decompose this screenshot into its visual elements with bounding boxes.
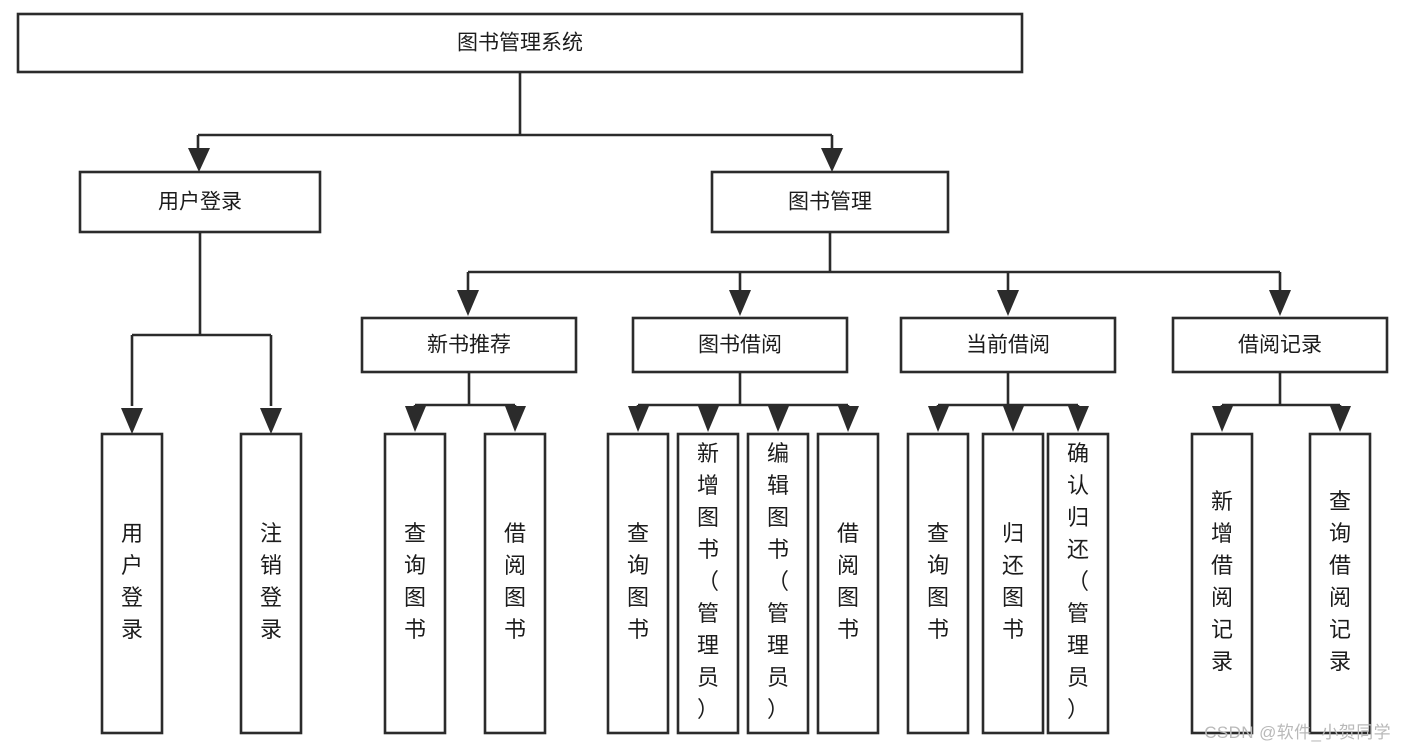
leaf-node[interactable]: 新增图书（管理员） xyxy=(676,432,740,735)
leaf-box-book-borrow-1[interactable] xyxy=(606,432,670,735)
node-new-book-recommend[interactable]: 新书推荐 xyxy=(360,316,578,374)
arrow-record-leaf-2 xyxy=(1330,406,1351,432)
arrow-record-leaf-1 xyxy=(1212,406,1233,432)
arrow-to-leaf-user-login xyxy=(121,408,143,434)
arrow-to-current xyxy=(997,290,1019,316)
leaf-node[interactable]: 查询借阅记录 xyxy=(1308,432,1372,735)
node-user-login-box[interactable] xyxy=(78,170,322,234)
leaf-node[interactable]: 新增借阅记录 xyxy=(1190,432,1254,735)
node-root[interactable]: 图书管理系统 xyxy=(16,12,1024,74)
leaf-label-user-login-2: 注销登录 xyxy=(260,521,282,642)
node-borrow-record-label: 借阅记录 xyxy=(1238,334,1322,357)
leaf-box-user-login-1[interactable] xyxy=(100,432,164,735)
node-new-book-recommend-box[interactable] xyxy=(360,316,578,374)
arrow-current-leaf-2 xyxy=(1003,406,1024,432)
leaf-box-current-borrow-1[interactable] xyxy=(906,432,970,735)
leaf-label-borrow-record-1: 新增借阅记录 xyxy=(1211,489,1233,674)
leaf-box-user-login-2[interactable] xyxy=(239,432,303,735)
leaf-label-borrow-record-2: 查询借阅记录 xyxy=(1329,489,1351,674)
leaf-node[interactable]: 查询图书 xyxy=(606,432,670,735)
arrow-to-newbook xyxy=(457,290,479,316)
leaf-label-book-borrow-2: 新增图书（管理员） xyxy=(697,441,719,722)
arrow-to-record xyxy=(1269,290,1291,316)
leaf-node[interactable]: 借阅图书 xyxy=(483,432,547,735)
node-borrow-record[interactable]: 借阅记录 xyxy=(1171,316,1389,374)
csdn-watermark: CSDN @软件_小贺同学 xyxy=(1204,723,1391,742)
leaf-box-borrow-record-1[interactable] xyxy=(1190,432,1254,735)
node-book-borrow-label: 图书借阅 xyxy=(698,334,782,357)
leaf-box-new-book-2[interactable] xyxy=(483,432,547,735)
leaf-node[interactable]: 确认归还（管理员） xyxy=(1046,432,1110,735)
node-current-borrow-box[interactable] xyxy=(899,316,1117,374)
leaf-node[interactable]: 查询图书 xyxy=(383,432,447,735)
node-book-manage-box[interactable] xyxy=(710,170,950,234)
arrowhead-layer xyxy=(121,148,1351,434)
leaf-box-new-book-1[interactable] xyxy=(383,432,447,735)
leaf-label-current-borrow-1: 查询图书 xyxy=(927,521,949,642)
node-user-login[interactable]: 用户登录 xyxy=(78,170,322,234)
leaf-label-book-borrow-3: 编辑图书（管理员） xyxy=(767,441,789,722)
arrow-newbook-leaf-2 xyxy=(505,406,526,432)
leaf-box-book-borrow-3[interactable] xyxy=(746,432,810,735)
leaf-box-borrow-record-2[interactable] xyxy=(1308,432,1372,735)
leaf-label-new-book-2: 借阅图书 xyxy=(504,521,526,642)
leaf-node[interactable]: 归还图书 xyxy=(981,432,1045,735)
leaf-node[interactable]: 注销登录 xyxy=(239,432,303,735)
leaf-label-user-login-1: 用户登录 xyxy=(121,521,143,642)
node-new-book-recommend-label: 新书推荐 xyxy=(427,334,511,357)
leaf-label-new-book-1: 查询图书 xyxy=(404,521,426,642)
leaf-box-book-borrow-2[interactable] xyxy=(676,432,740,735)
arrow-to-book-manage xyxy=(821,148,843,172)
node-root-label: 图书管理系统 xyxy=(457,32,583,55)
arrow-current-leaf-3 xyxy=(1068,406,1089,432)
leaf-box-current-borrow-3[interactable] xyxy=(1046,432,1110,735)
node-book-manage-label: 图书管理 xyxy=(788,191,872,214)
leaf-box-book-borrow-4[interactable] xyxy=(816,432,880,735)
arrow-to-user-login xyxy=(188,148,210,172)
leaf-label-current-borrow-2: 归还图书 xyxy=(1002,521,1024,642)
node-book-manage[interactable]: 图书管理 xyxy=(710,170,950,234)
arrow-borrow-leaf-4 xyxy=(838,406,859,432)
leaf-node[interactable]: 用户登录 xyxy=(100,432,164,735)
arrow-newbook-leaf-1 xyxy=(405,406,426,432)
leaf-node[interactable]: 编辑图书（管理员） xyxy=(746,432,810,735)
leaf-node[interactable]: 借阅图书 xyxy=(816,432,880,735)
arrow-borrow-leaf-3 xyxy=(768,406,789,432)
leaf-label-book-borrow-1: 查询图书 xyxy=(627,521,649,642)
node-user-login-label: 用户登录 xyxy=(158,191,242,214)
arrow-borrow-leaf-1 xyxy=(628,406,649,432)
node-current-borrow[interactable]: 当前借阅 xyxy=(899,316,1117,374)
arrow-to-borrow xyxy=(729,290,751,316)
node-borrow-record-box[interactable] xyxy=(1171,316,1389,374)
arrow-borrow-leaf-2 xyxy=(698,406,719,432)
node-book-borrow-box[interactable] xyxy=(631,316,849,374)
node-current-borrow-label: 当前借阅 xyxy=(966,334,1050,357)
arrow-current-leaf-1 xyxy=(928,406,949,432)
leaf-node[interactable]: 查询图书 xyxy=(906,432,970,735)
leaf-label-current-borrow-3: 确认归还（管理员） xyxy=(1067,441,1089,722)
leaf-label-book-borrow-4: 借阅图书 xyxy=(837,521,859,642)
arrow-to-leaf-logout xyxy=(260,408,282,434)
leaf-box-current-borrow-2[interactable] xyxy=(981,432,1045,735)
node-book-borrow[interactable]: 图书借阅 xyxy=(631,316,849,374)
node-root-box[interactable] xyxy=(16,12,1024,74)
